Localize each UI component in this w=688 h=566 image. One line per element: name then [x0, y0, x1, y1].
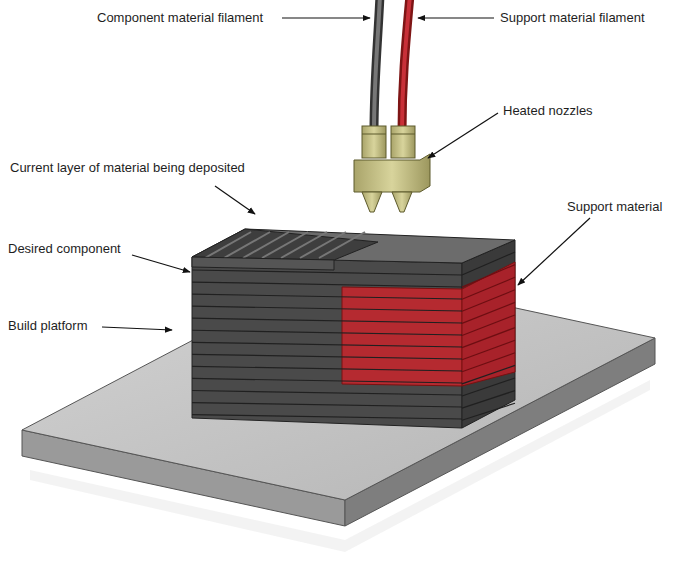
layer-line: [192, 270, 462, 275]
layer-line: [462, 277, 515, 299]
deposited-bead: [281, 232, 327, 258]
callout-label: Support material: [567, 199, 662, 214]
layer-line: [462, 265, 515, 288]
callout-label: Desired component: [8, 241, 121, 256]
layer-line: [192, 391, 462, 396]
layer-line: [192, 318, 462, 323]
layer-line: [192, 378, 462, 383]
layer-line: [462, 340, 515, 360]
heated-nozzles: [354, 126, 430, 212]
layer-line: [192, 306, 462, 311]
layer-line: [462, 328, 515, 348]
layer-line: [192, 330, 462, 335]
layer-line: [192, 294, 462, 299]
deposited-bead: [205, 232, 251, 258]
callout-label: Build platform: [8, 318, 87, 333]
deposited-bead: [224, 232, 270, 258]
callout-label: Current layer of material being deposite…: [10, 160, 245, 175]
deposited-bead: [319, 232, 365, 258]
callout-label: Support material filament: [500, 10, 645, 25]
layer-line: [462, 302, 515, 323]
deposited-bead: [243, 232, 289, 258]
filaments: [374, 0, 410, 132]
callout-label: Component material filament: [97, 10, 263, 25]
layer-line: [462, 353, 515, 372]
layer-line: [192, 415, 462, 419]
layer-line: [462, 315, 515, 336]
deposited-bead: [300, 232, 346, 258]
printed-part: [192, 229, 515, 428]
callout-label: Heated nozzles: [503, 103, 593, 118]
layer-line: [462, 290, 515, 312]
layer-line: [192, 354, 462, 359]
layer-line: [192, 403, 462, 407]
layer-line: [192, 342, 462, 347]
layer-line: [192, 366, 462, 371]
layer-line: [192, 282, 462, 287]
layer-line: [462, 403, 515, 420]
deposited-bead: [262, 232, 308, 258]
